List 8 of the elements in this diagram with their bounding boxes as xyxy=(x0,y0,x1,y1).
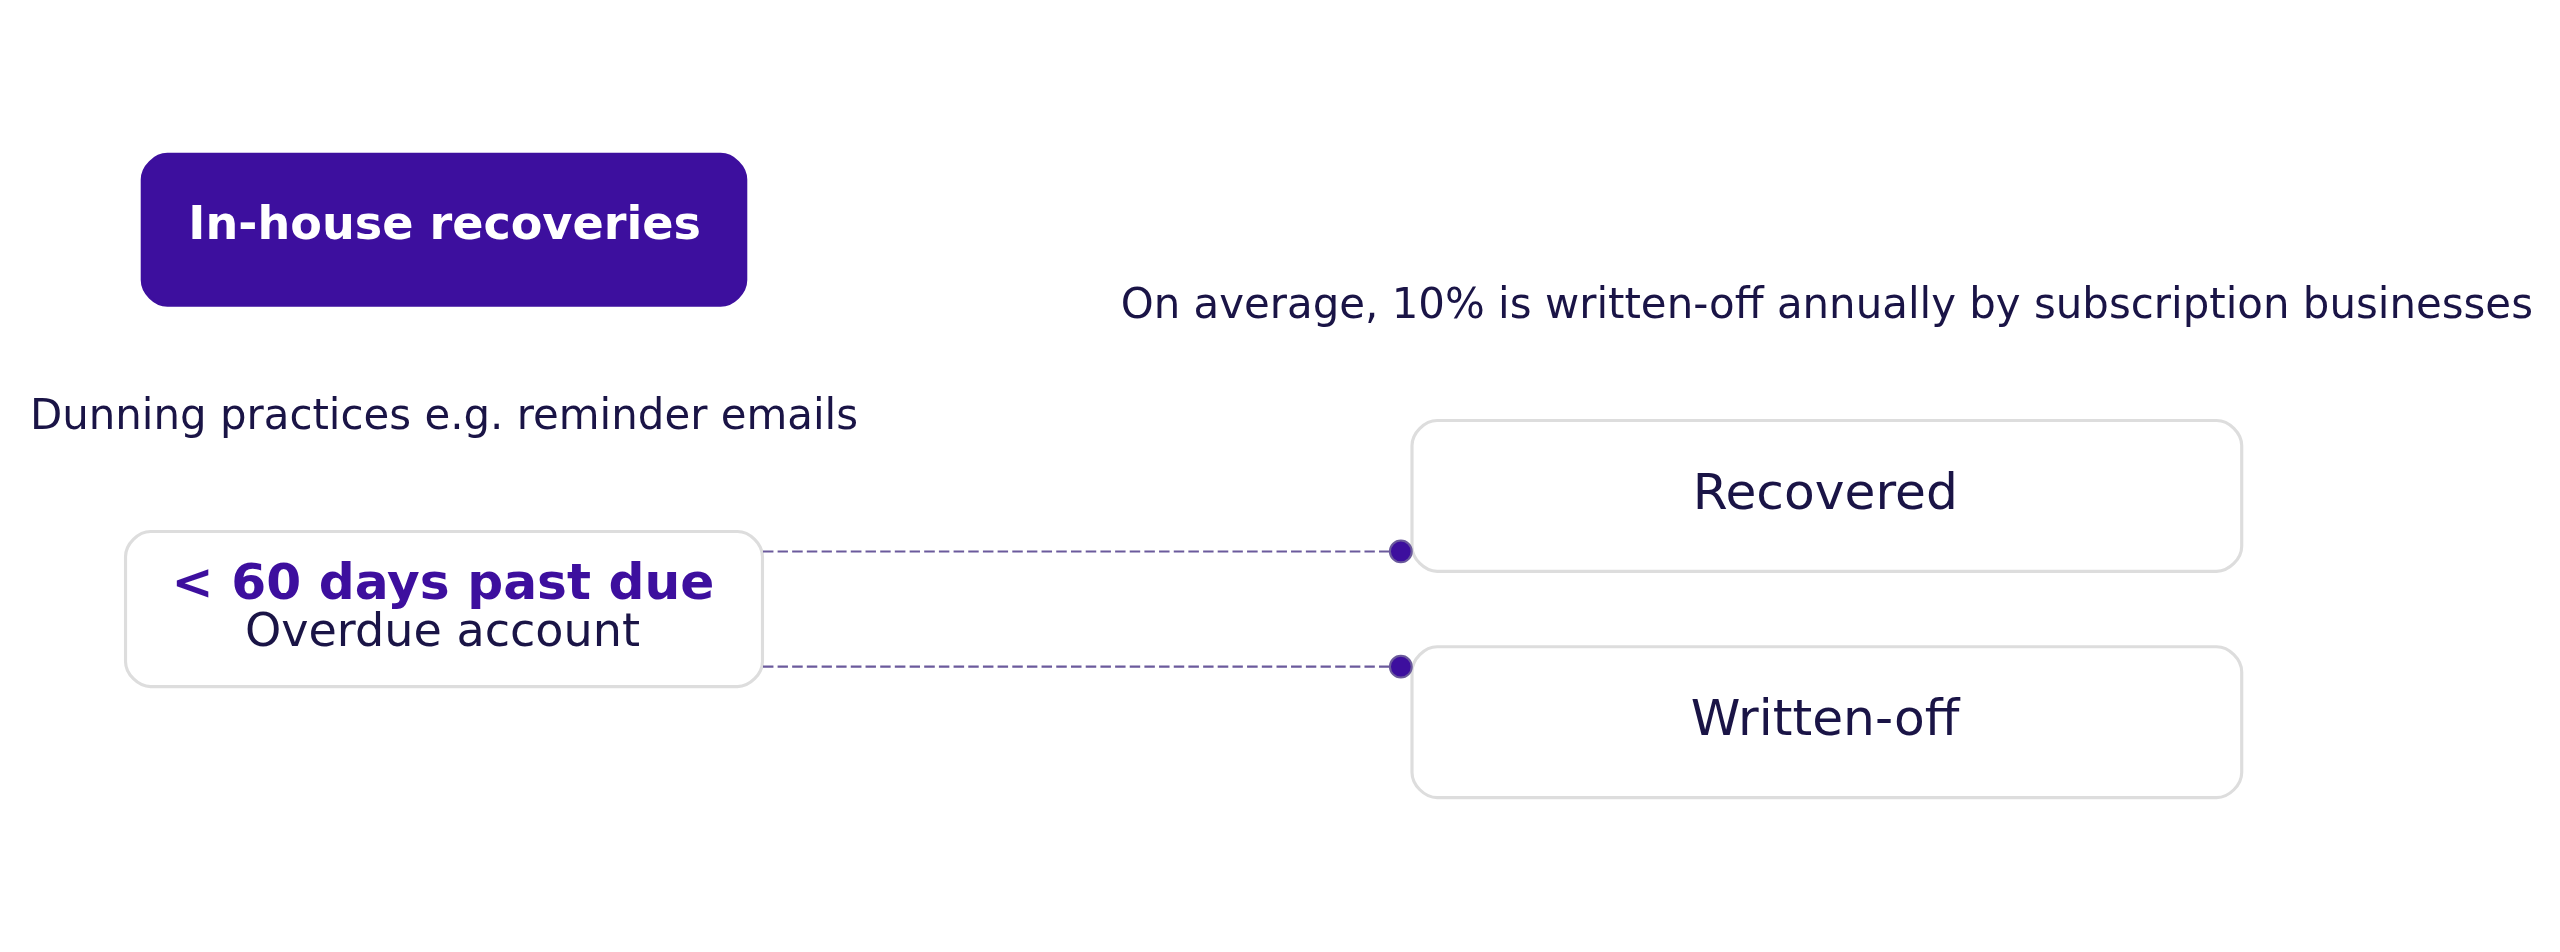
node-box: < 60 days past due Overdue account xyxy=(123,529,765,689)
connector xyxy=(763,539,1413,564)
node-label: On average, 10% is written-off annually by subscription businesses xyxy=(1120,278,2533,328)
connector xyxy=(763,654,1413,679)
node-box: Recovered xyxy=(1410,418,2244,573)
node-label: Dunning practices e.g. reminder emails xyxy=(29,389,859,439)
node-box: In-house recoveries xyxy=(140,152,748,307)
node-box: Written-off xyxy=(1410,645,2244,800)
